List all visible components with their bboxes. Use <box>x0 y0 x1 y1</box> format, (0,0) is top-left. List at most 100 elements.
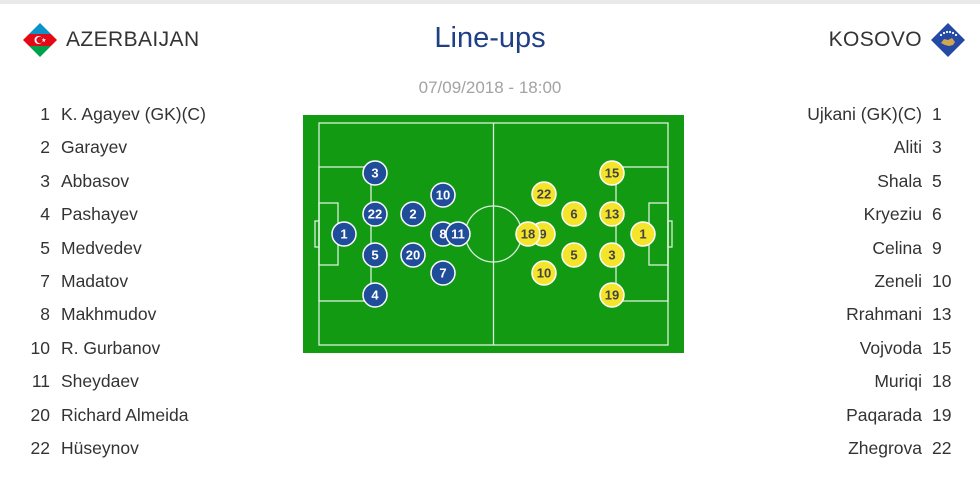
player-name: Rrahmani <box>846 304 922 325</box>
player-name: Sheydaev <box>61 371 139 392</box>
home-player-row[interactable]: 1 K. Agayev (GK)(C) <box>22 98 262 131</box>
away-token-number: 15 <box>605 166 619 181</box>
player-name: Medvedev <box>61 237 142 258</box>
away-player-row[interactable]: Paqarada 19 <box>720 399 960 432</box>
player-name: Hüseynov <box>61 437 139 458</box>
home-player-row[interactable]: 20 Richard Almeida <box>22 399 262 432</box>
away-player-row[interactable]: Ujkani (GK)(C)1 <box>720 98 960 131</box>
home-token-number: 7 <box>439 266 446 281</box>
player-name: Madatov <box>61 270 129 291</box>
player-number: 3 <box>40 170 50 191</box>
home-team-name: AZERBAIJAN <box>66 28 200 51</box>
home-player-row[interactable]: 10 R. Gurbanov <box>22 332 262 365</box>
player-number: 7 <box>40 270 50 291</box>
pitch-svg: 3 10 22 2 1 8 11 5 <box>303 115 684 353</box>
player-number: 3 <box>932 137 942 158</box>
away-token-number: 1 <box>639 227 646 242</box>
player-number: 5 <box>40 237 50 258</box>
away-token-number: 9 <box>539 227 546 242</box>
home-player-token[interactable]: 3 <box>362 160 388 186</box>
home-player-row[interactable]: 22 Hüseynov <box>22 432 262 465</box>
player-name: Paqarada <box>846 404 922 425</box>
home-player-token[interactable]: 22 <box>362 201 388 227</box>
home-player-row[interactable]: 11 Sheydaev <box>22 365 262 398</box>
home-player-row[interactable]: 5 Medvedev <box>22 232 262 265</box>
away-token-number: 6 <box>570 207 577 222</box>
home-token-number: 11 <box>451 227 465 242</box>
player-number: 6 <box>932 204 942 225</box>
away-token-number: 5 <box>570 248 577 263</box>
home-player-token[interactable]: 10 <box>430 182 456 208</box>
away-token-number: 18 <box>521 227 535 242</box>
player-number: 10 <box>30 337 50 358</box>
player-number: 1 <box>932 104 942 124</box>
player-name: Pashayev <box>61 204 138 225</box>
away-player-token[interactable]: 22 <box>531 181 557 207</box>
home-player-token[interactable]: 20 <box>400 242 426 268</box>
away-player-row[interactable]: Kryeziu 6 <box>720 198 960 231</box>
player-number: 2 <box>40 137 50 158</box>
player-number: 13 <box>932 304 952 325</box>
away-player-token[interactable]: 6 <box>561 201 587 227</box>
player-number: 1 <box>40 104 50 124</box>
match-date: 07/09/2018 - 18:00 <box>418 78 562 97</box>
player-number: 9 <box>932 237 942 258</box>
away-team-header[interactable]: KOSOVO <box>829 22 966 58</box>
away-player-token[interactable]: 13 <box>599 201 625 227</box>
away-player-token[interactable]: 19 <box>599 282 625 308</box>
home-player-token[interactable]: 1 <box>331 221 357 247</box>
player-name: Richard Almeida <box>61 404 189 425</box>
away-team-name: KOSOVO <box>828 28 922 51</box>
formation-pitch: 3 10 22 2 1 8 11 5 <box>303 115 684 353</box>
player-name: Celina <box>872 237 922 258</box>
player-number: 10 <box>932 270 952 291</box>
azerbaijan-flag-icon <box>23 23 57 57</box>
away-player-token[interactable]: 1 <box>630 221 656 247</box>
home-player-token[interactable]: 11 <box>445 221 471 247</box>
home-player-token[interactable]: 4 <box>362 282 388 308</box>
player-number: 20 <box>30 404 50 425</box>
away-token-number: 22 <box>537 187 551 202</box>
player-name: Muriqi <box>874 371 922 392</box>
home-player-token[interactable]: 2 <box>400 201 426 227</box>
away-player-token[interactable]: 5 <box>561 242 587 268</box>
player-name: Shala <box>877 170 922 191</box>
home-player-token[interactable]: 5 <box>362 242 388 268</box>
away-player-token[interactable]: 10 <box>531 260 557 286</box>
home-token-number: 3 <box>371 166 378 181</box>
away-player-row[interactable]: Celina 9 <box>720 232 960 265</box>
away-player-row[interactable]: Rrahmani 13 <box>720 298 960 331</box>
player-name: Garayev <box>61 137 128 158</box>
top-bar <box>0 0 980 4</box>
player-name: R. Gurbanov <box>61 337 161 358</box>
player-number: 22 <box>30 437 50 458</box>
player-number: 11 <box>31 371 50 392</box>
away-player-token[interactable]: 15 <box>599 160 625 186</box>
player-name: Vojvoda <box>859 337 922 358</box>
player-number: 19 <box>932 404 952 425</box>
player-name: K. Agayev (GK)(C) <box>61 104 206 124</box>
home-team-header[interactable]: AZERBAIJAN <box>22 22 200 58</box>
home-player-token[interactable]: 7 <box>430 260 456 286</box>
away-token-number: 10 <box>537 266 551 281</box>
home-token-number: 20 <box>406 248 420 263</box>
home-player-row[interactable]: 2 Garayev <box>22 131 262 164</box>
page-title: Line-ups <box>434 22 546 54</box>
away-token-number: 13 <box>605 207 619 222</box>
away-player-token[interactable]: 18 <box>515 221 541 247</box>
home-player-row[interactable]: 7 Madatov <box>22 265 262 298</box>
kosovo-flag-icon <box>931 23 965 57</box>
player-name: Kryeziu <box>863 204 922 225</box>
player-number: 8 <box>40 304 50 325</box>
away-token-number: 3 <box>608 248 615 263</box>
away-player-token[interactable]: 3 <box>599 242 625 268</box>
